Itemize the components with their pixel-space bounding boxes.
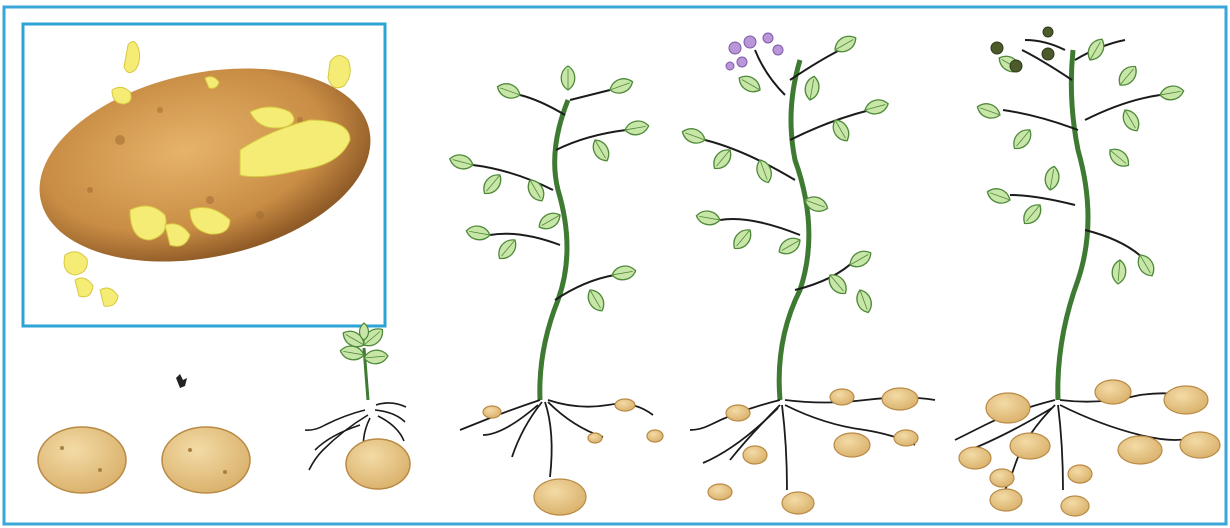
young-plant-tubers bbox=[483, 399, 663, 515]
flower-cluster bbox=[726, 33, 783, 70]
seedling-tuber bbox=[346, 439, 410, 489]
stage-seedling bbox=[305, 323, 410, 489]
sprouting-seed-tuber bbox=[162, 427, 250, 493]
fruiting-plant-stem bbox=[1058, 50, 1088, 400]
seed-tuber bbox=[38, 427, 126, 493]
young-plant-branches bbox=[473, 90, 626, 300]
sprouting-tuber-closeup bbox=[22, 24, 389, 326]
young-plant-stem bbox=[540, 100, 568, 400]
stage-seed-tuber bbox=[38, 427, 126, 493]
flowering-plant-tubers bbox=[708, 388, 918, 514]
young-plant-leaves bbox=[448, 66, 650, 314]
stage-fruiting-plant bbox=[955, 27, 1220, 516]
stage-young-plant bbox=[448, 66, 663, 515]
stage-flowering-plant bbox=[680, 32, 935, 514]
flowering-plant-stem bbox=[779, 60, 809, 400]
stage-tuber-with-sprout bbox=[162, 374, 250, 493]
fruiting-plant-tubers bbox=[959, 380, 1220, 516]
seedling-leaves bbox=[339, 323, 388, 365]
eye-sprout bbox=[176, 374, 187, 388]
